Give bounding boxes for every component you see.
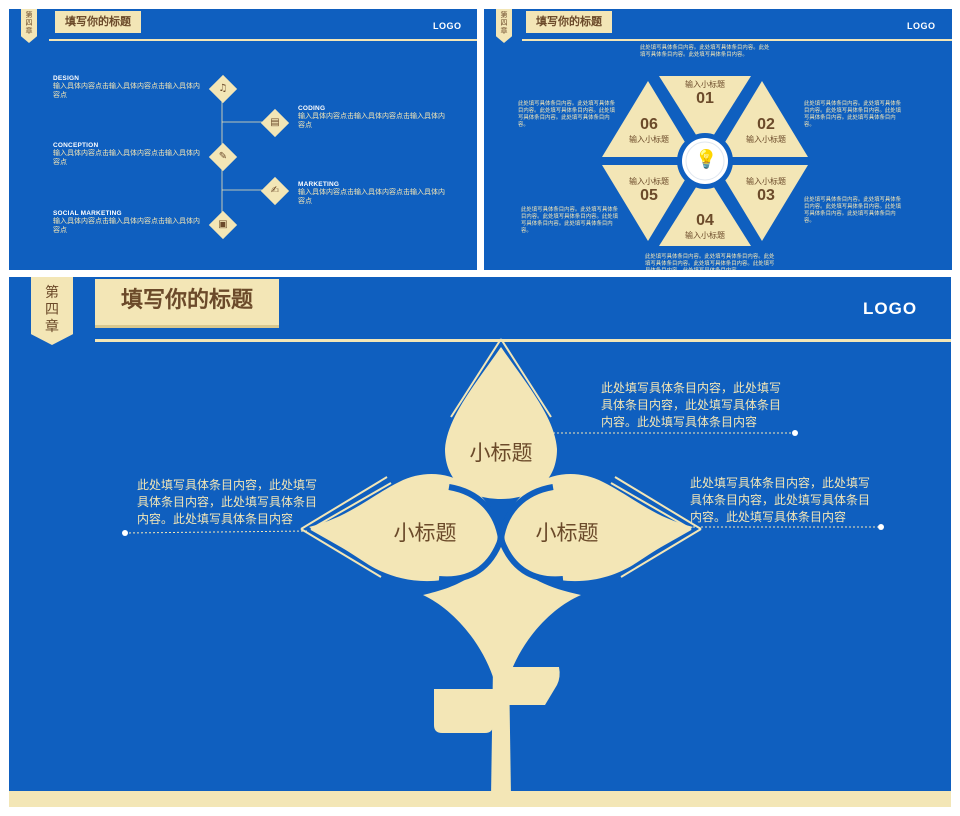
slide-title: 填写你的标题 bbox=[55, 11, 141, 33]
text-left: 此处填写具体条目内容，此处填写具体条目内容，此处填写具体条目内容。此处填写具体条… bbox=[137, 478, 318, 526]
text-bottom: 此处填写具体条目内容。此处填写具体条目内容。此处填写具体条目内容。此处填写具体条… bbox=[645, 254, 775, 270]
slide-hexagon: 第四章 填写你的标题 LOGO 💡 输入小标题 01 02 输入小标题 输入 bbox=[484, 9, 952, 270]
segment-03-text: 输入小标题 03 bbox=[746, 177, 786, 204]
slide-title: 填写你的标题 bbox=[95, 279, 279, 325]
text-top-right: 此处填写具体条目内容。此处填写具体条目内容。此处填写具体条目内容。此处填写具体条… bbox=[804, 101, 902, 128]
segment-05 bbox=[602, 165, 694, 241]
header-rule bbox=[95, 339, 951, 342]
segment-02-text: 02 输入小标题 bbox=[746, 116, 786, 144]
item-design: DESIGN 输入具体内容点击输入具体内容点击输入具体内容点 bbox=[53, 75, 200, 99]
title-shadow bbox=[95, 325, 279, 328]
header-rule bbox=[49, 39, 477, 41]
item-coding: CODING 输入具体内容点击输入具体内容点击输入具体内容点 bbox=[298, 105, 445, 129]
segment-04 bbox=[659, 173, 751, 246]
segment-04-text: 04 输入小标题 bbox=[685, 212, 725, 240]
chapter-tab: 第四章 bbox=[496, 9, 512, 43]
design-icon: ♫ bbox=[218, 83, 228, 94]
slide-timeline: 第四章 填写你的标题 LOGO ♫ ▤ ✎ ✍ ▣ DESIGN 输入具体内容点… bbox=[9, 9, 477, 270]
social-icon: ▣ bbox=[218, 219, 228, 230]
text-top: 此处填写具体条目内容。此处填写具体条目内容。此处填写具体条目内容。此处填写具体条… bbox=[640, 45, 770, 58]
petal-right-label: 小标题 bbox=[535, 521, 599, 545]
lightbulb-icon: 💡 bbox=[695, 149, 718, 170]
conception-icon: ✎ bbox=[218, 151, 228, 162]
text-right: 此处填写具体条目内容，此处填写具体条目内容，此处填写具体条目内容。此处填写具体条… bbox=[690, 476, 871, 524]
chapter-tab: 第四章 bbox=[31, 277, 73, 345]
coding-icon: ▤ bbox=[270, 117, 280, 128]
flower-diagram bbox=[9, 338, 951, 807]
segment-03 bbox=[716, 165, 808, 241]
text-bottom-left: 此处填写具体条目内容。此处填写具体条目内容。此处填写具体条目内容。此处填写具体条… bbox=[521, 207, 619, 234]
hexagon-diagram bbox=[602, 76, 808, 246]
segment-05-text: 输入小标题 05 bbox=[629, 177, 669, 204]
header-rule bbox=[522, 39, 952, 41]
item-conception: CONCEPTION 输入具体内容点击输入具体内容点击输入具体内容点 bbox=[53, 142, 200, 166]
marketing-icon: ✍ bbox=[270, 185, 280, 196]
segment-02 bbox=[716, 81, 808, 157]
segment-01-text: 输入小标题 01 bbox=[685, 80, 725, 107]
segment-06-text: 06 输入小标题 bbox=[629, 116, 669, 144]
segment-06 bbox=[602, 81, 694, 157]
petal-left-label: 小标题 bbox=[393, 521, 457, 545]
chapter-tab: 第四章 bbox=[21, 9, 37, 43]
logo: LOGO bbox=[433, 21, 462, 31]
text-bottom-right: 此处填写具体条目内容。此处填写具体条目内容。此处填写具体条目内容。此处填写具体条… bbox=[804, 197, 902, 224]
item-marketing: MARKETING 输入具体内容点击输入具体内容点击输入具体内容点 bbox=[298, 181, 445, 205]
slide-title: 填写你的标题 bbox=[526, 11, 612, 33]
logo: LOGO bbox=[907, 21, 936, 31]
logo: LOGO bbox=[863, 299, 918, 318]
petal-top-label: 小标题 bbox=[469, 441, 533, 465]
slide-flower: 第四章 填写你的标题 LOGO bbox=[9, 277, 951, 807]
segment-01 bbox=[659, 76, 751, 149]
text-top-left: 此处填写具体条目内容。此处填写具体条目内容。此处填写具体条目内容。此处填写具体条… bbox=[518, 101, 616, 128]
text-top-right: 此处填写具体条目内容，此处填写具体条目内容，此处填写具体条目内容。此处填写具体条… bbox=[601, 381, 782, 429]
item-social-marketing: SOCIAL MARKETING 输入具体内容点击输入具体内容点击输入具体内容点 bbox=[53, 210, 200, 234]
